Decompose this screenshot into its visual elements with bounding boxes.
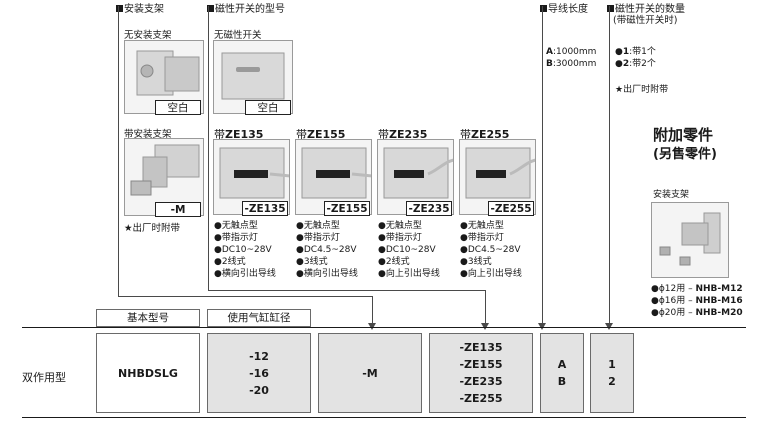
table-top-rule [22,327,746,328]
row-label-double-acting: 双作用型 [22,371,66,384]
cell-base-model: NHBDSLG [96,333,200,413]
connector-lead [542,6,543,326]
cell-switch-model: -ZE135-ZE155-ZE235-ZE255 [429,333,533,413]
qty-note: ★出厂时附带 [615,85,669,95]
section-header-lead-length: 导线长度 [540,0,588,15]
col-header-base-model: 基本型号 [96,309,200,327]
switch-qty-subtitle: (带磁性开关时) [613,15,678,26]
switch-tag-ze155: -ZE155 [324,201,370,216]
cell-mount: -M [318,333,422,413]
switch-model-title-2: 带ZE155 [296,128,346,141]
cell-bore: -12-16-20 [207,333,311,413]
section-header-switch-model: 磁性开关的型号 [207,0,285,15]
accessory-sub-label: 安装支架 [653,190,690,200]
switch-photo-ze255 [459,139,536,215]
arrow-lead [538,323,546,330]
col-header-bore: 使用气缸缸径 [207,309,311,327]
connector-switch-vertical [208,6,209,290]
switch-model-title-1: 带ZE135 [214,128,264,141]
lead-option-a: A:1000mm [546,47,597,57]
mount-none-tag: 空白 [155,100,201,115]
mount-bracket-photo [651,202,729,278]
connector-switch-horizontal [208,290,485,291]
section-header-mount: 安装支架 [116,0,164,15]
switch-features-ze135: ●无触点型●带指示灯●DC10~28V●2线式●横向引出导线 [214,221,276,279]
connector-qty [609,6,610,326]
switch-features-ze255: ●无触点型●带指示灯●DC4.5~28V●3线式●向上引出导线 [460,221,522,279]
cylinder-photo-no-mount [124,40,204,114]
switch-tag-ze135: -ZE135 [242,201,288,216]
switch-tag-ze235: -ZE235 [406,201,452,216]
lead-option-b: B:3000mm [546,59,597,69]
switch-features-ze235: ●无触点型●带指示灯●DC10~28V●2线式●向上引出导线 [378,221,440,279]
accessory-subtitle: (另售零件) [653,147,717,162]
switch-tag-ze255: -ZE255 [488,201,534,216]
qty-option-2: ●2:带2个 [615,59,656,69]
accessory-list: ●ϕ12用 – NHB-M12 ●ϕ16用 – NHB-M16 ●ϕ20用 – … [651,284,743,318]
qty-option-1: ●1:带1个 [615,47,656,57]
mount-none-label: 无安装支架 [124,30,172,41]
mount-with-label: 带安装支架 [124,129,172,140]
arrow-switch [481,323,489,330]
switch-features-ze155: ●无触点型●带指示灯●DC4.5~28V●3线式●横向引出导线 [296,221,358,279]
switch-none-tag: 空白 [245,100,291,115]
section-header-switch-qty: 磁性开关的数量 [607,0,685,15]
arrow-qty [605,323,613,330]
table-bottom-rule [22,417,746,418]
connector-switch-drop [485,290,486,326]
switch-model-title-3: 带ZE235 [378,128,428,141]
arrow-mount [368,323,376,330]
switch-model-title-4: 带ZE255 [460,128,510,141]
connector-mount-vertical [118,6,119,296]
switch-none-label: 无磁性开关 [214,30,262,41]
mount-with-tag: -M [155,202,201,217]
connector-mount-drop [372,296,373,326]
accessory-title: 附加零件 [653,126,714,144]
mount-note: ★出厂时附带 [124,223,181,234]
connector-mount-horizontal [118,296,372,297]
